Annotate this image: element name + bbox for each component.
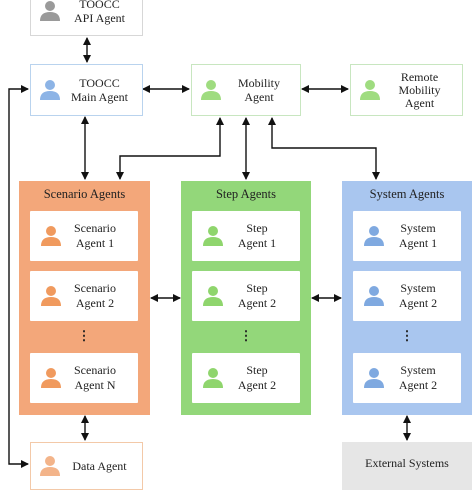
connector-layer	[8, 37, 411, 468]
person-icon	[41, 226, 61, 246]
person-icon	[203, 368, 223, 388]
system-agent-2-line1: System	[400, 281, 436, 295]
main-data-left-arrow	[8, 85, 29, 468]
external-systems-box: External Systems	[342, 442, 472, 490]
scenario-agent-2-line1: Scenario	[74, 281, 116, 295]
person-icon	[364, 368, 384, 388]
system-ellipsis: ⋮	[400, 328, 414, 343]
person-icon	[41, 286, 61, 306]
person-icon	[40, 1, 60, 21]
step-agent-1-line2: Agent 1	[237, 236, 277, 250]
mobility-system-arrow	[268, 117, 380, 180]
system-agent-1-line2: Agent 1	[398, 236, 438, 250]
person-icon	[203, 226, 223, 246]
system-agents-title: System Agents	[369, 187, 445, 201]
step-agents-title: Step Agents	[215, 187, 277, 201]
system-agent-3-line1: System	[400, 363, 436, 377]
person-icon	[360, 80, 380, 100]
person-icon	[203, 286, 223, 306]
scenario-agent-1-line1: Scenario	[74, 221, 116, 235]
scenario-agents-title: Scenario Agents	[43, 187, 126, 201]
step-agent-3-line2: Agent 2	[237, 378, 277, 392]
step-agent-3-line1: Step	[246, 363, 268, 377]
system-agent-2-line2: Agent 2	[398, 296, 438, 310]
external-systems-label: External Systems	[365, 455, 449, 470]
step-agent-1-line1: Step	[246, 221, 268, 235]
person-icon	[201, 80, 221, 100]
scenario-ellipsis: ⋮	[77, 328, 91, 343]
system-agent-1-line1: System	[400, 221, 436, 235]
step-agent-2-line2: Agent 2	[237, 296, 277, 310]
scenario-agent-n-line1: Scenario	[74, 363, 116, 377]
system-agent-3-line2: Agent 2	[398, 378, 438, 392]
step-ellipsis: ⋮	[239, 328, 253, 343]
person-icon	[364, 286, 384, 306]
data-agent-label: Data Agent	[72, 459, 127, 473]
step-agent-2-line1: Step	[246, 281, 268, 295]
scenario-agent-1-line2: Agent 1	[75, 236, 115, 250]
data-agent-box: Data Agent	[30, 442, 143, 490]
person-icon	[41, 368, 61, 388]
scenario-agent-n-line2: Agent N	[74, 378, 116, 392]
mobility-scenario-arrow	[116, 117, 224, 180]
scenario-agent-2-line2: Agent 2	[75, 296, 115, 310]
person-icon	[40, 80, 60, 100]
person-icon	[364, 226, 384, 246]
